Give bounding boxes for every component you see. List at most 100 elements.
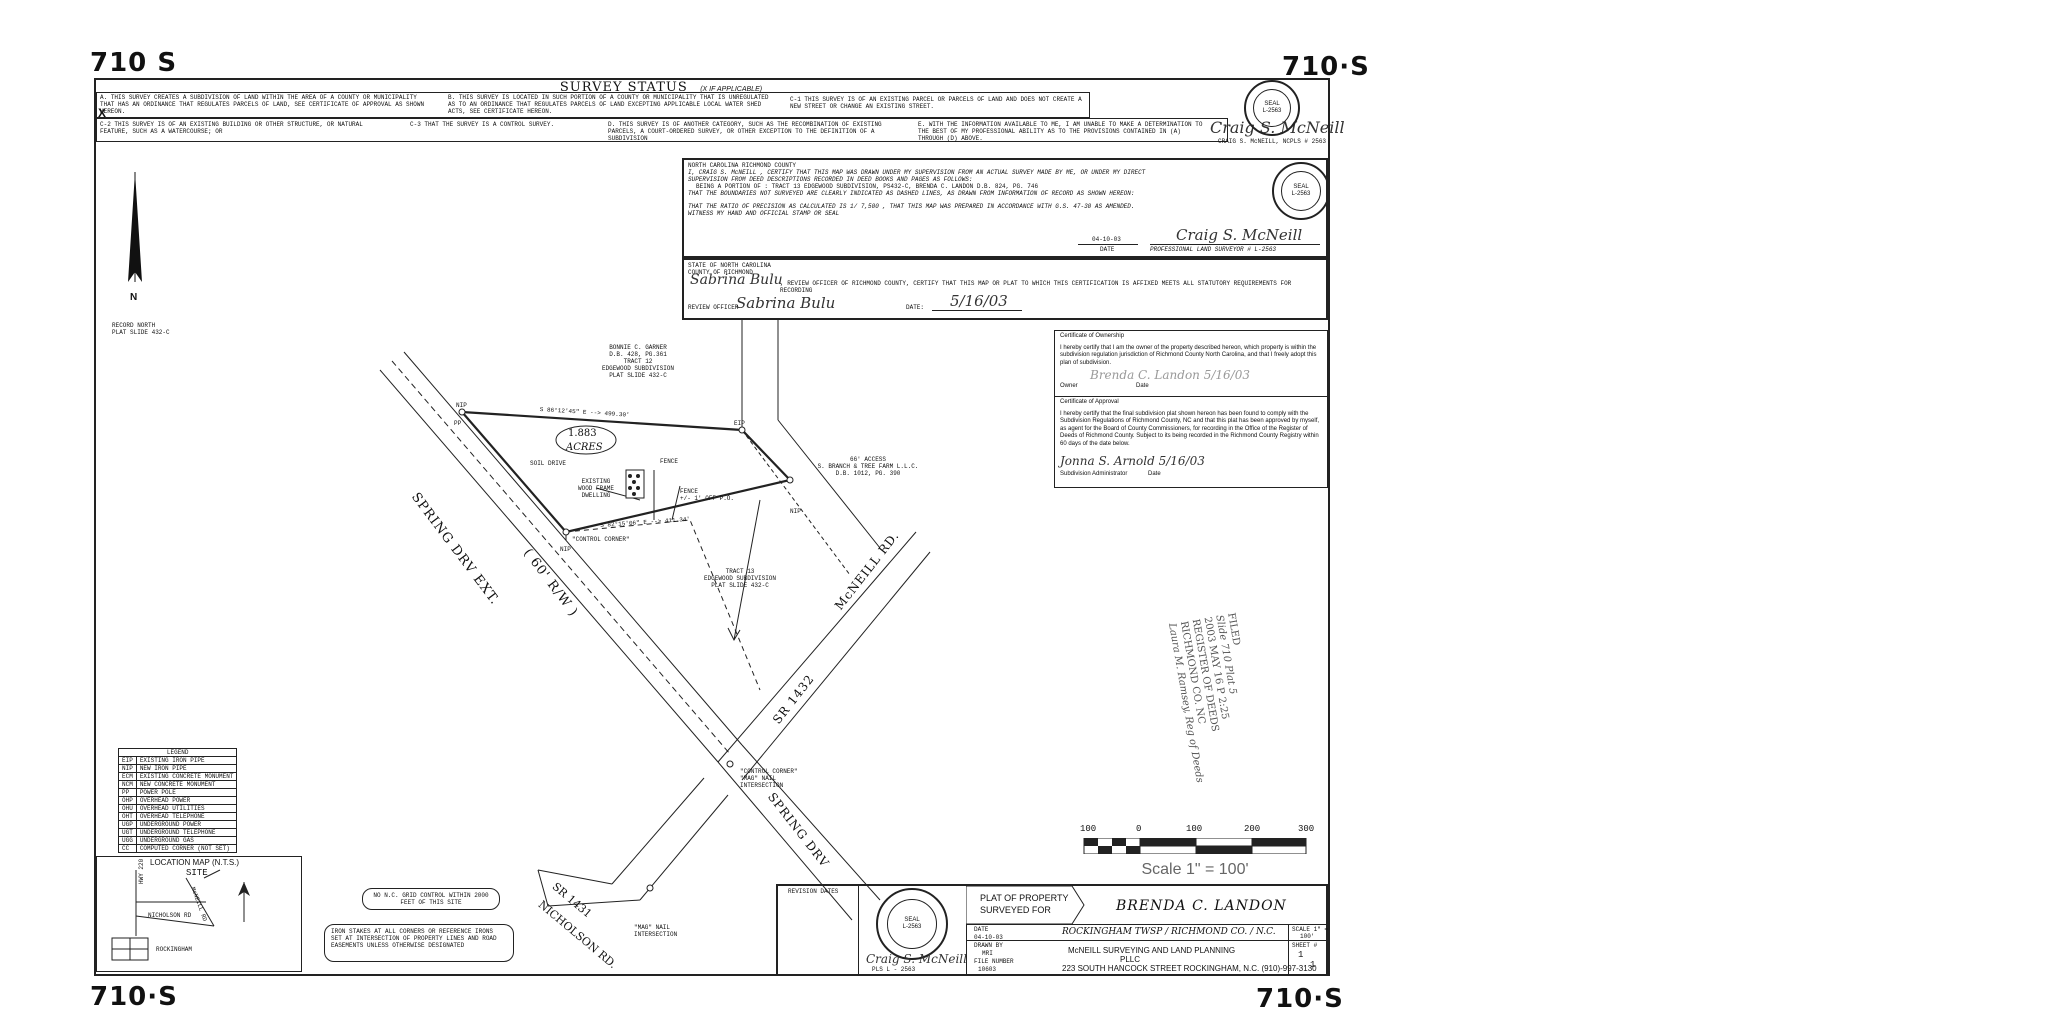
review-date-value: 5/16/03 bbox=[950, 292, 1008, 310]
surveyed-for-label: SURVEYED FOR bbox=[980, 905, 1051, 915]
north-arrow-icon bbox=[128, 172, 142, 282]
dwelling-label-2: WOOD FRAME bbox=[578, 485, 615, 492]
surveyor-certificate-text: NORTH CAROLINA RICHMOND COUNTY I, CRAIG … bbox=[688, 162, 1248, 217]
mag-nail-line-2: INTERSECTION bbox=[634, 931, 678, 938]
adjoiner-north-1: BONNIE C. GARNER bbox=[609, 344, 667, 351]
cert-date-line bbox=[1078, 244, 1138, 245]
date-label: DATE bbox=[974, 926, 989, 933]
control-corner-2-line-1: "CONTROL CORNER" bbox=[740, 768, 798, 775]
seal-cert-num: L-2563 bbox=[1291, 190, 1311, 197]
corner-nip-1 bbox=[458, 408, 466, 416]
control-corner-label: "CONTROL CORNER" bbox=[572, 536, 630, 543]
title-block-divider-3 bbox=[1288, 924, 1289, 974]
scale-tick-2: 0 bbox=[1136, 824, 1142, 834]
cert-line-6: WITNESS MY HAND AND OFFICIAL STAMP OR SE… bbox=[688, 210, 840, 217]
cert-line-1: I, CRAIG S. McNEILL , CERTIFY THAT THIS … bbox=[688, 169, 1146, 176]
status-b-text: THIS SURVEY IS LOCATED IN SUCH PORTION O… bbox=[448, 94, 769, 115]
control-corner-intersection bbox=[726, 760, 734, 768]
corner-mark-top-right: 710·S bbox=[1282, 52, 1370, 82]
title-block-divider-1 bbox=[858, 886, 859, 974]
review-officer-label: REVIEW OFFICER bbox=[688, 304, 739, 311]
acres-label: ACRES bbox=[566, 442, 603, 453]
sheet-of: 1 bbox=[1310, 960, 1316, 970]
title-block-divider-2 bbox=[966, 886, 967, 974]
review-state-lines: STATE OF NORTH CAROLINA COUNTY OF RICHMO… bbox=[688, 262, 771, 276]
adjoiner-north-2: D.B. 428, PG.361 bbox=[609, 351, 667, 358]
nicholson-cap bbox=[537, 869, 549, 907]
access-edge-3 bbox=[777, 419, 881, 549]
nicholson-end-2 bbox=[547, 899, 641, 907]
client-name: BRENDA C. LANDON bbox=[1116, 898, 1287, 914]
location-town: ROCKINGHAM bbox=[156, 946, 193, 953]
status-a-code: A. bbox=[100, 94, 108, 101]
ownership-text: I hereby certify that I am the owner of … bbox=[1060, 344, 1317, 366]
north-label: N bbox=[130, 292, 138, 303]
firm-suffix: PLLC bbox=[1120, 955, 1141, 964]
ownership-title: Certificate of Ownership bbox=[1060, 333, 1125, 339]
adjoiner-east-2: S. BRANCH & TREE FARM L.L.C. bbox=[817, 463, 919, 470]
title-block-hline-2 bbox=[966, 940, 1328, 941]
status-a-checkmark: X bbox=[98, 106, 107, 120]
status-e-text: WITH THE INFORMATION AVAILABLE TO ME, I … bbox=[918, 121, 1203, 142]
control-corner-intersection-label: "CONTROL CORNER" "MAG" NAIL INTERSECTION bbox=[740, 768, 798, 789]
corner-control bbox=[562, 528, 570, 536]
tract-label-2: EDGEWOOD SUBDIVISION bbox=[703, 575, 776, 582]
status-b: B. THIS SURVEY IS LOCATED IN SUCH PORTIO… bbox=[448, 94, 778, 115]
location-road-nicholson: NICHOLSON RD bbox=[148, 912, 192, 919]
eip-label: EIP bbox=[734, 420, 745, 427]
plat-of-arrow-shape bbox=[966, 886, 1085, 924]
plat-sheet bbox=[94, 78, 1330, 976]
tract-label-1: TRACT 13 bbox=[725, 568, 755, 575]
survey-status-title: SURVEY STATUS bbox=[559, 80, 688, 95]
north-note: RECORD NORTH PLAT SLIDE 432-C bbox=[112, 322, 170, 336]
approval-signature: Jonna S. Arnold 5/16/03 bbox=[1060, 454, 1205, 468]
title-block bbox=[776, 884, 1328, 976]
tract-label-3: PLAT SLIDE 432-C bbox=[711, 582, 769, 589]
survey-status-row-1 bbox=[96, 92, 1090, 118]
adjoiner-east-3: D.B. 1012, PG. 390 bbox=[835, 470, 901, 477]
review-officer-signature-2: Sabrina Bulu bbox=[736, 294, 836, 312]
north-note-2: PLAT SLIDE 432-C bbox=[112, 329, 170, 336]
scale-tick-4: 200 bbox=[1244, 824, 1261, 834]
adjoiner-east-1: 66' ACCESS bbox=[849, 456, 886, 463]
status-e-code: E. bbox=[918, 121, 926, 128]
mag-nail-label: "MAG" NAIL INTERSECTION bbox=[634, 924, 677, 938]
status-b-code: B. bbox=[448, 94, 456, 101]
status-c2-text: THIS SURVEY IS OF AN EXISTING BUILDING O… bbox=[100, 121, 363, 135]
status-c2-code: C-2 bbox=[100, 121, 111, 128]
status-a-text: THIS SURVEY CREATES A SUBDIVISION OF LAN… bbox=[100, 94, 425, 115]
drawn-by-value: MRI bbox=[982, 950, 993, 957]
nip-label-2: NIP bbox=[790, 508, 801, 515]
spring-drv-ext-edge-2 bbox=[403, 351, 743, 746]
mcneill-edge-2 bbox=[741, 551, 931, 781]
dwelling-label-1: EXISTING bbox=[581, 478, 611, 485]
cert-pls-label: PROFESSIONAL LAND SURVEYOR # L-2563 bbox=[1150, 246, 1277, 253]
owner-date-label: Date bbox=[1136, 383, 1149, 389]
surveyor-certificate-box bbox=[682, 158, 1328, 258]
soil-drive-label: SOIL DRIVE bbox=[530, 460, 567, 467]
cert-surveyor-signature: Craig S. McNeill bbox=[1176, 226, 1303, 244]
nicholson-edge-1 bbox=[611, 777, 705, 885]
survey-status-heading: SURVEY STATUS (X IF APPLICABLE) bbox=[96, 78, 1226, 95]
review-state: STATE OF NORTH CAROLINA bbox=[688, 262, 771, 269]
revision-dates-label: REVISION DATES bbox=[788, 888, 839, 895]
scale-tick-1: 100 bbox=[1080, 824, 1097, 834]
owner-label: Owner bbox=[1060, 383, 1078, 389]
certificates-divider bbox=[1054, 396, 1328, 397]
spring-drv-edge-1 bbox=[717, 761, 853, 921]
scale-label: Scale 1" = 100' bbox=[1141, 861, 1249, 878]
status-a: A. THIS SURVEY CREATES A SUBDIVISION OF … bbox=[100, 94, 430, 115]
sheet-value: 1 bbox=[1298, 950, 1304, 960]
survey-status-subtitle: (X IF APPLICABLE) bbox=[700, 86, 763, 93]
status-surveyor-caption: CRAIG S. McNEILL, NCPLS # 2563 bbox=[1218, 138, 1327, 145]
corner-mark-bottom-left: 710·S bbox=[90, 982, 178, 1012]
